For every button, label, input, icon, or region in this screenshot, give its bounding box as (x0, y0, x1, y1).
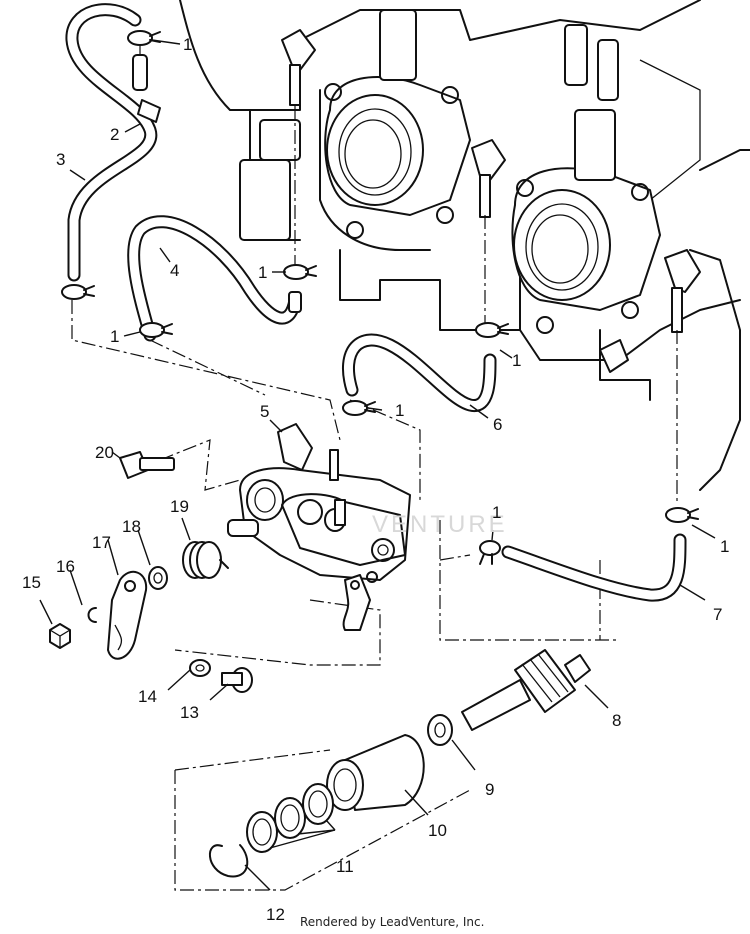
hose-6 (342, 333, 497, 412)
snap-ring-12 (208, 844, 249, 878)
callout-1: 1 (395, 401, 404, 420)
callout-6: 6 (493, 415, 502, 434)
callout-1: 1 (720, 537, 729, 556)
callout-12: 12 (266, 905, 285, 924)
washer-14 (189, 659, 211, 677)
bolt-20 (119, 451, 175, 479)
washer-18 (148, 566, 168, 590)
callout-14: 14 (138, 687, 157, 706)
lever-17 (107, 570, 148, 660)
nut-15 (49, 623, 71, 649)
clamp-part-1 (61, 30, 699, 565)
callout-7: 7 (713, 605, 722, 624)
callout-3: 3 (56, 150, 65, 169)
watermark-text: VENTURE (372, 511, 508, 538)
callout-15: 15 (22, 573, 41, 592)
callout-20: 20 (95, 443, 114, 462)
hose-2-3 (65, 3, 158, 282)
screw-13 (221, 667, 253, 693)
leader-lines (39, 39, 716, 891)
callout-19: 19 (170, 497, 189, 516)
callout-2: 2 (110, 125, 119, 144)
bushing-10 (326, 734, 425, 811)
callout-11: 11 (336, 857, 354, 876)
callout-1: 1 (110, 327, 119, 346)
assembly-guide-lines (71, 40, 678, 891)
callout-5: 5 (260, 402, 269, 421)
callout-18: 18 (122, 517, 141, 536)
spring-19 (182, 541, 229, 579)
callout-9: 9 (485, 780, 494, 799)
callout-10: 10 (428, 821, 447, 840)
hose-7 (501, 533, 687, 602)
callout-4: 4 (170, 261, 179, 280)
drive-gear-8 (461, 649, 591, 731)
o-rings-11 (246, 783, 334, 853)
footer-credit: Rendered by LeadVenture, Inc. (300, 915, 485, 929)
callout-labels: 1 2 3 4 1 1 1 1 5 6 20 19 18 1 17 1 16 1… (22, 35, 729, 924)
engine-block (179, 0, 750, 491)
callout-1: 1 (512, 351, 521, 370)
callout-8: 8 (612, 711, 621, 730)
callout-16: 16 (56, 557, 75, 576)
callout-13: 13 (180, 703, 199, 722)
callout-1: 1 (492, 503, 501, 522)
callout-17: 17 (92, 533, 111, 552)
oil-pump (227, 423, 411, 631)
callout-1: 1 (183, 35, 192, 54)
clip-16 (87, 607, 97, 623)
callout-1: 1 (258, 263, 267, 282)
washer-9 (427, 714, 453, 746)
hose-4 (127, 215, 302, 342)
